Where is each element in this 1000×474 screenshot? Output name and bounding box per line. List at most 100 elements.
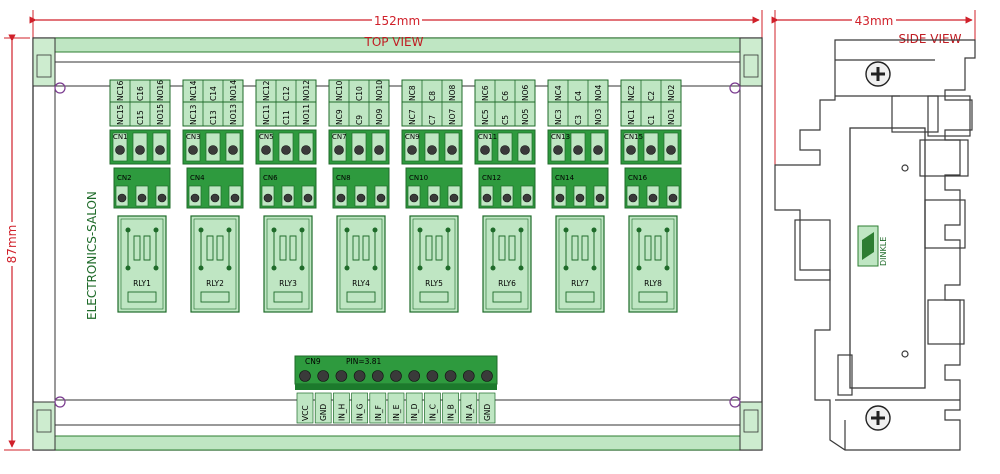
input-pin-label: IN_H [337, 404, 346, 421]
screw-terminal-icon [374, 145, 384, 155]
screw-terminal-icon [522, 193, 532, 203]
terminal-label: NO6 [521, 84, 530, 101]
input-pin-icon [299, 370, 311, 382]
relay-coil [200, 291, 230, 303]
terminal-label: NC1 [627, 109, 636, 125]
connector-label: CN12 [482, 174, 501, 182]
top-screw-icon [865, 61, 891, 87]
relay-label: RLY6 [498, 279, 516, 288]
connector-label: CN16 [628, 174, 648, 182]
screw-terminal-icon [648, 193, 658, 203]
terminal-label: NO5 [521, 108, 530, 125]
terminal-label: NC3 [554, 109, 563, 125]
terminal-label: NO16 [156, 80, 165, 101]
terminal-label: NC8 [408, 85, 417, 101]
connector-label: CN2 [117, 174, 132, 182]
screw-terminal-icon [500, 145, 510, 155]
screw-terminal-icon [520, 145, 530, 155]
input-pin-label: IN_G [356, 403, 365, 421]
input-pin-label: IN_B [447, 404, 456, 421]
relay-label: RLY2 [206, 279, 224, 288]
screw-terminal-icon [480, 145, 490, 155]
terminal-label: C10 [355, 86, 364, 101]
screw-terminal-icon [283, 193, 293, 203]
relay-body [336, 215, 386, 313]
screw-terminal-icon [263, 193, 273, 203]
screw-terminal-icon [447, 145, 457, 155]
input-connector-pitch: PIN=3.81 [346, 357, 382, 366]
side-width-label: 43mm [855, 14, 894, 28]
terminal-label: NC10 [335, 80, 344, 101]
screw-terminal-icon [573, 145, 583, 155]
connector-label: CN4 [190, 174, 205, 182]
terminal-label: NO1 [667, 108, 676, 125]
connector-label: CN8 [336, 174, 351, 182]
terminal-label: NC11 [262, 104, 271, 125]
relay-coil [638, 291, 668, 303]
screw-terminal-icon [482, 193, 492, 203]
screw-terminal-icon [407, 145, 417, 155]
terminal-label: NC4 [554, 85, 563, 101]
screw-terminal-icon [137, 193, 147, 203]
screw-terminal-icon [228, 145, 238, 155]
connector-label: CN15 [624, 133, 643, 141]
relay-coil [419, 291, 449, 303]
relay-label: RLY1 [133, 279, 151, 288]
screw-terminal-icon [356, 193, 366, 203]
relay-label: RLY5 [425, 279, 443, 288]
screw-terminal-icon [668, 193, 678, 203]
screw-terminal-icon [261, 145, 271, 155]
connector-label: CN13 [551, 133, 570, 141]
input-pin-icon [353, 370, 366, 382]
connector-label: CN6 [263, 174, 278, 182]
screw-terminal-icon [135, 145, 145, 155]
connector-label: CN9 [405, 133, 420, 141]
terminal-label: NC13 [189, 104, 198, 125]
relay-body [555, 215, 605, 313]
top-view-title: TOP VIEW [363, 35, 423, 49]
screw-terminal-icon [553, 145, 563, 155]
terminal-label: NC6 [481, 85, 490, 101]
input-pin-label: GND [483, 404, 492, 421]
relay-body [409, 215, 459, 313]
input-pin-icon [335, 370, 348, 382]
bottom-screw-icon [865, 405, 891, 431]
input-pin-label: IN_A [465, 403, 474, 421]
terminal-label: C9 [355, 115, 364, 125]
terminal-label: NO8 [448, 84, 457, 101]
screw-terminal-icon [334, 145, 344, 155]
screw-terminal-icon [190, 193, 200, 203]
terminal-label: NO7 [448, 108, 457, 125]
connector-label: CN3 [186, 133, 201, 141]
input-pin-icon [390, 370, 402, 382]
terminal-label: NO3 [594, 108, 603, 125]
screw-terminal-icon [646, 145, 656, 155]
side-view-title: SIDE VIEW [899, 32, 962, 46]
terminal-label: C5 [501, 115, 510, 125]
width-label: 152mm [374, 14, 420, 28]
screw-terminal-icon [303, 193, 313, 203]
terminal-label: NC2 [627, 85, 636, 101]
terminal-label: NO15 [156, 104, 165, 125]
terminal-label: NO9 [375, 108, 384, 125]
input-pin-label: IN_F [374, 405, 383, 421]
relay-coil [127, 291, 157, 303]
relay-label: RLY4 [352, 279, 370, 288]
input-pin-icon [444, 370, 457, 382]
terminal-label: C2 [647, 91, 656, 101]
screw-terminal-icon [626, 145, 636, 155]
screw-terminal-icon [336, 193, 346, 203]
connector-label: CN7 [332, 133, 347, 141]
terminal-label: C12 [282, 86, 291, 101]
terminal-label: C16 [136, 86, 145, 101]
terminal-label: NO14 [229, 80, 238, 101]
screw-terminal-icon [502, 193, 512, 203]
